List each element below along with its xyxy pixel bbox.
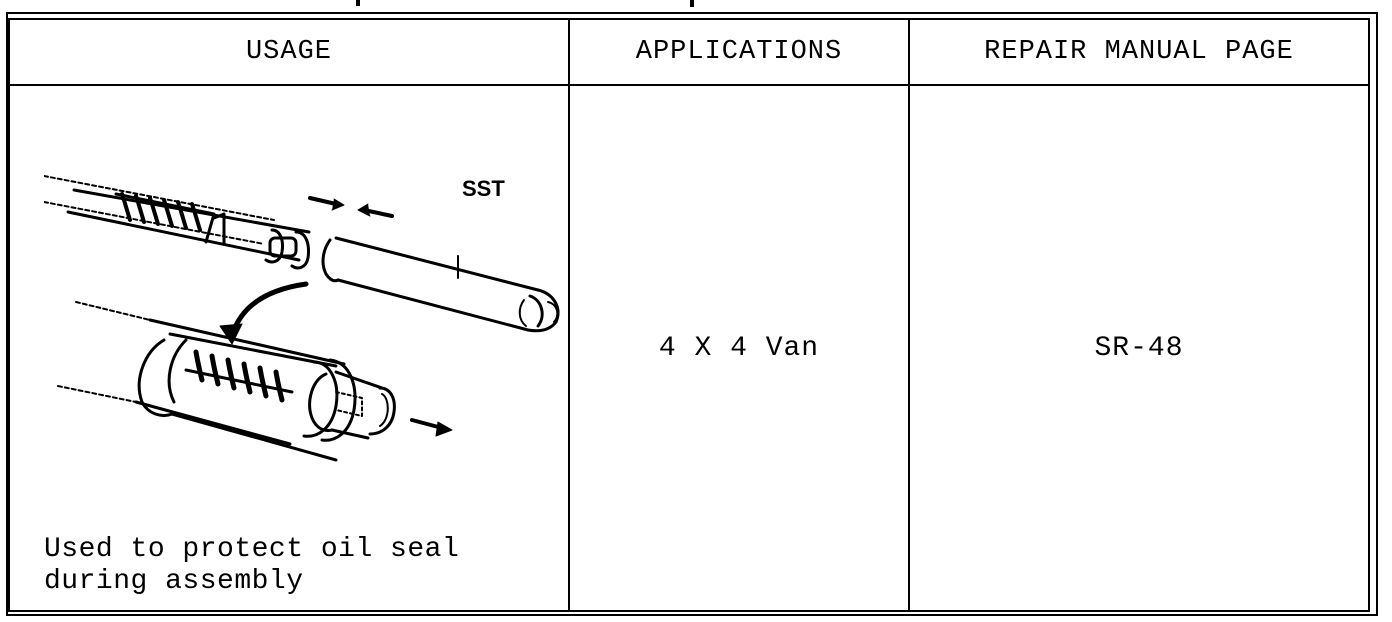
table-row: SST Used to protect oil seal during asse… bbox=[8, 84, 1370, 612]
header-repair-manual-page: REPAIR MANUAL PAGE bbox=[908, 18, 1370, 86]
usage-description: Used to protect oil seal during assembly bbox=[44, 534, 460, 597]
header-applications: APPLICATIONS bbox=[568, 18, 910, 86]
repair-manual-page-cell: SR-48 bbox=[908, 84, 1370, 612]
table-header-row: USAGE APPLICATIONS REPAIR MANUAL PAGE bbox=[8, 18, 1370, 86]
illustration-sst-label: SST bbox=[462, 176, 505, 201]
table-outer-frame bbox=[6, 12, 1378, 616]
applications-cell: 4 X 4 Van bbox=[568, 84, 910, 612]
special-service-tool-table: USAGE APPLICATIONS REPAIR MANUAL PAGE bbox=[8, 18, 1370, 612]
header-usage: USAGE bbox=[8, 18, 570, 86]
cropped-heading-fragment bbox=[356, 0, 694, 7]
page-top-edge bbox=[0, 0, 1392, 16]
usage-cell: SST Used to protect oil seal during asse… bbox=[8, 84, 570, 612]
oil-seal-protector-illustration: SST bbox=[44, 175, 560, 462]
